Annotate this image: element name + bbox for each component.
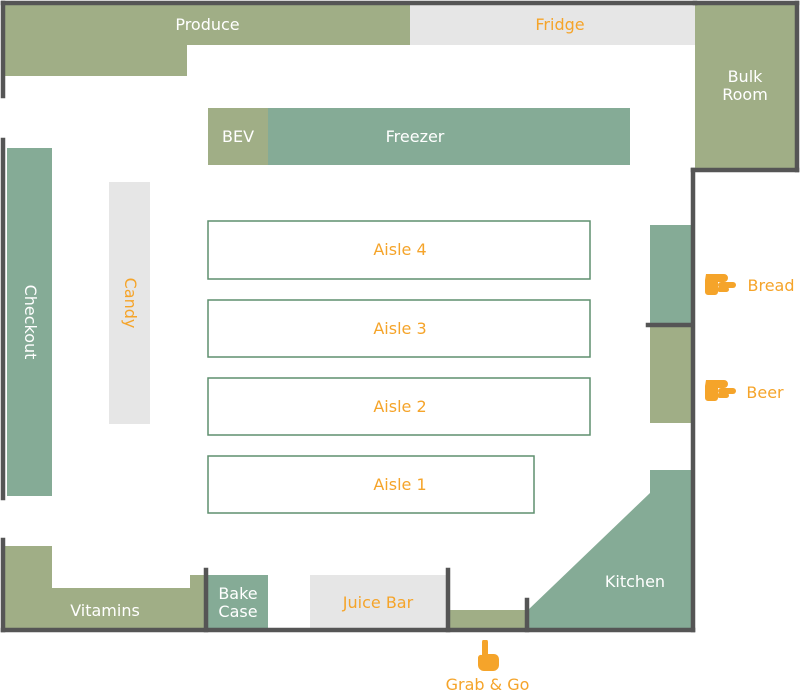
- bake-case-section[interactable]: [208, 575, 268, 630]
- kitchen-label: Kitchen: [604, 572, 666, 591]
- vitamins-label: Vitamins: [70, 601, 140, 620]
- aisle-3-label: Aisle 3: [373, 319, 427, 338]
- bulk-room-label-line2: Room: [722, 85, 768, 104]
- candy-label: Candy: [121, 277, 140, 329]
- pointing-hand-icon: [472, 639, 502, 672]
- aisle-2-label: Aisle 2: [373, 397, 427, 416]
- checkout-section[interactable]: [7, 148, 52, 496]
- checkout-label: Checkout: [21, 284, 40, 360]
- freezer-section[interactable]: [268, 108, 630, 165]
- aisle-3[interactable]: [207, 299, 591, 358]
- bulk-room-section[interactable]: [695, 5, 795, 168]
- beer-entrance-label: Beer: [746, 383, 784, 402]
- fridge-label: Fridge: [535, 15, 585, 34]
- bake-case-label-line2: Case: [218, 602, 258, 621]
- aisle-2[interactable]: [207, 377, 591, 436]
- bread-entrance-label: Bread: [747, 276, 795, 295]
- fridge-section[interactable]: [410, 5, 695, 45]
- kitchen-section[interactable]: [528, 470, 692, 630]
- store-walls: [0, 0, 800, 633]
- bulk-room-label-line1: Bulk: [727, 67, 763, 86]
- pointing-hand-icon: [704, 268, 738, 296]
- bake-case-label-line1: Bake: [218, 584, 258, 603]
- beer-display[interactable]: [650, 325, 692, 423]
- freezer-label: Freezer: [385, 127, 445, 146]
- pointing-hand-icon: [704, 374, 738, 402]
- aisle-4[interactable]: [207, 220, 591, 280]
- candy-section[interactable]: [109, 182, 150, 424]
- produce-section[interactable]: [5, 5, 410, 76]
- bev-label: BEV: [221, 127, 255, 146]
- aisle-4-label: Aisle 4: [373, 240, 427, 259]
- vitamins-section[interactable]: [5, 546, 206, 630]
- juice-bar-section[interactable]: [310, 575, 446, 630]
- grab-and-go-entrance-label: Grab & Go: [445, 675, 530, 694]
- juice-bar-label: Juice Bar: [342, 593, 414, 612]
- aisle-1-label: Aisle 1: [373, 475, 427, 494]
- bev-section[interactable]: [208, 108, 268, 165]
- bread-display[interactable]: [650, 225, 692, 325]
- aisle-1[interactable]: [207, 455, 535, 514]
- grab-and-go-counter[interactable]: [450, 610, 527, 630]
- produce-label: Produce: [175, 15, 240, 34]
